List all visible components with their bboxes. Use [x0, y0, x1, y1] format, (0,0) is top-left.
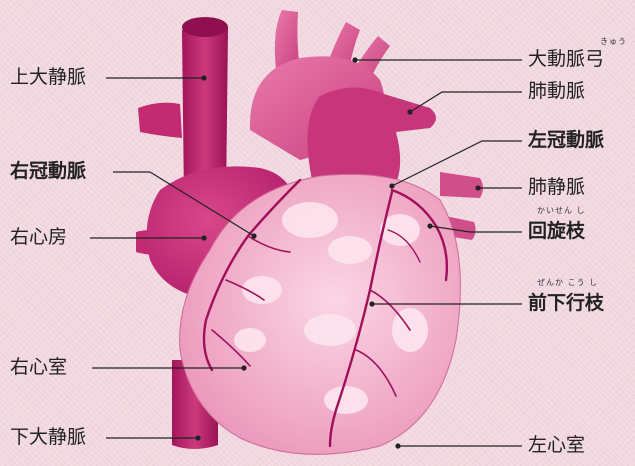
label-aortic-arch: 大動脈弓: [528, 50, 604, 69]
pulmonary-artery-shape: [308, 87, 437, 190]
label-inferior-vena-cava: 下大静脈: [10, 428, 86, 447]
pulmonary-vein-left-1: [440, 172, 483, 198]
label-left-ventricle: 左心室: [528, 436, 585, 455]
pulmonary-vein-right-1: [138, 103, 182, 138]
label-circumflex: 回旋枝: [528, 222, 585, 241]
label-superior-vena-cava: 上大静脈: [10, 68, 86, 87]
ruby-aortic-arch: きゅう: [600, 38, 627, 46]
label-anterior-descending: 前下行枝: [528, 294, 604, 313]
superior-vena-cava-opening: [182, 17, 228, 37]
label-right-atrium: 右心房: [10, 228, 67, 247]
label-right-ventricle: 右心室: [10, 358, 67, 377]
label-pulmonary-vein: 肺静脈: [528, 178, 585, 197]
ruby-anterior-descending: ぜんか こう し: [537, 279, 598, 287]
label-pulmonary-artery: 肺動脈: [528, 82, 585, 101]
ruby-circumflex: かいせん し: [537, 207, 586, 215]
label-right-coronary-artery: 右冠動脈: [10, 162, 86, 181]
label-left-coronary-artery: 左冠動脈: [528, 131, 604, 150]
